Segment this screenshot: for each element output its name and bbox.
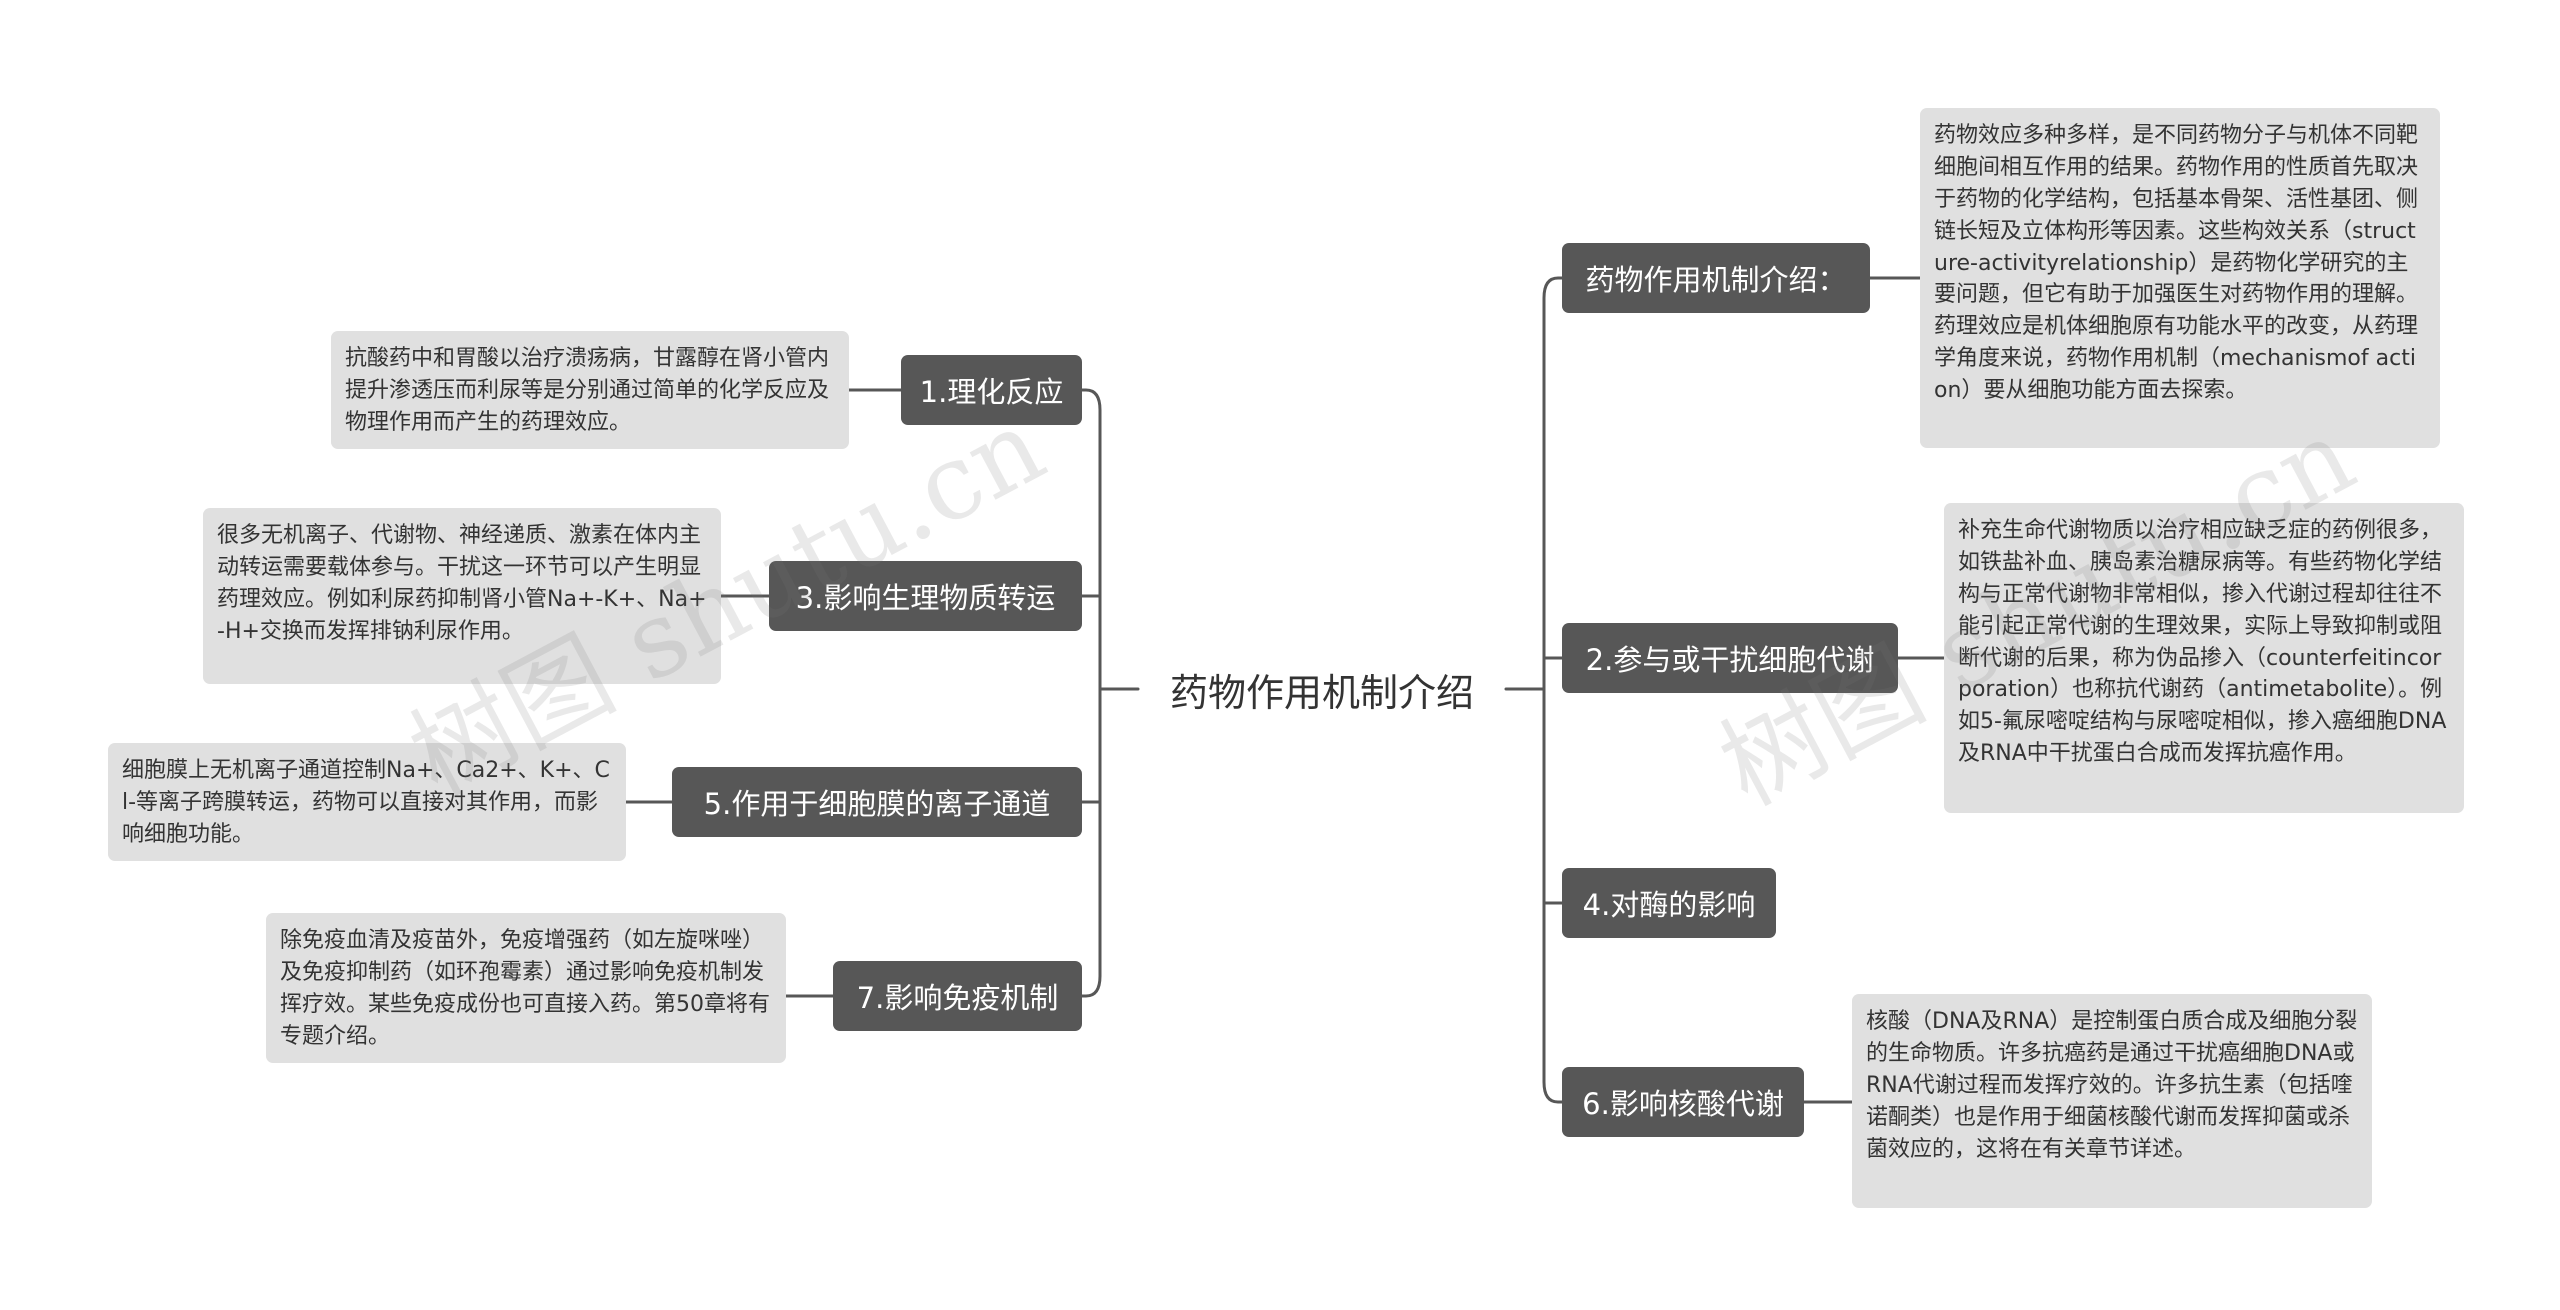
leaf-physicochemical[interactable]: 抗酸药中和胃酸以治疗溃疡病，甘露醇在肾小管内提升渗透压而利尿等是分别通过简单的化… [331, 331, 849, 449]
leaf-ion-channels[interactable]: 细胞膜上无机离子通道控制Na+、Ca2+、K+、Cl-等离子跨膜转运，药物可以直… [108, 743, 626, 861]
connector-right-trunk [1530, 276, 1564, 1104]
branch-immune[interactable]: 7.影响免疫机制 [833, 961, 1082, 1031]
branch-physicochemical[interactable]: 1.理化反应 [901, 355, 1082, 425]
leaf-cell-metabolism[interactable]: 补充生命代谢物质以治疗相应缺乏症的药例很多，如铁盐补血、胰岛素治糖尿病等。有些药… [1944, 503, 2464, 813]
leaf-physiological-transport[interactable]: 很多无机离子、代谢物、神经递质、激素在体内主动转运需要载体参与。干扰这一环节可以… [203, 508, 721, 684]
branch-cell-metabolism[interactable]: 2.参与或干扰细胞代谢 [1562, 623, 1898, 693]
leaf-nucleic-acid[interactable]: 核酸（DNA及RNA）是控制蛋白质合成及细胞分裂的生命物质。许多抗癌药是通过干扰… [1852, 994, 2372, 1208]
branch-mechanism-intro[interactable]: 药物作用机制介绍： [1562, 243, 1870, 313]
leaf-immune[interactable]: 除免疫血清及疫苗外，免疫增强药（如左旋咪唑）及免疫抑制药（如环孢霉素）通过影响免… [266, 913, 786, 1063]
connector-left-trunk [1080, 388, 1114, 998]
leaf-mechanism-intro[interactable]: 药物效应多种多样，是不同药物分子与机体不同靶细胞间相互作用的结果。药物作用的性质… [1920, 108, 2440, 448]
branch-nucleic-acid[interactable]: 6.影响核酸代谢 [1562, 1067, 1804, 1137]
central-topic[interactable]: 药物作用机制介绍 [1169, 670, 1474, 715]
branch-ion-channels[interactable]: 5.作用于细胞膜的离子通道 [672, 767, 1082, 837]
branch-physiological-transport[interactable]: 3.影响生理物质转运 [769, 561, 1082, 631]
branch-enzyme[interactable]: 4.对酶的影响 [1562, 868, 1776, 938]
